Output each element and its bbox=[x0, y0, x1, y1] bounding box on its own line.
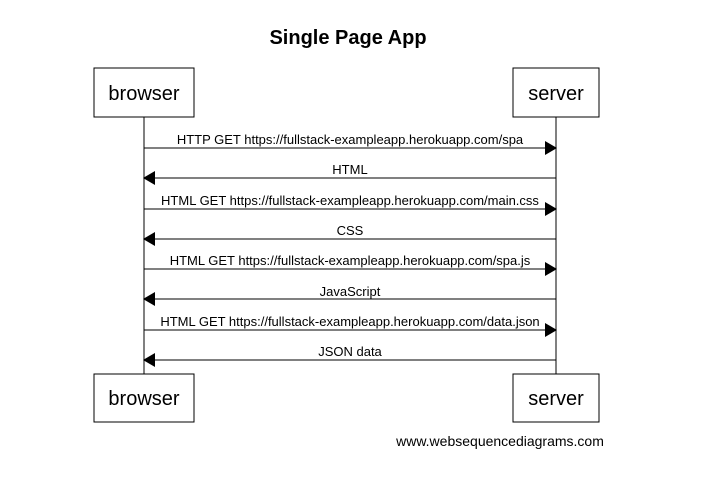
message-label: CSS bbox=[337, 223, 364, 238]
message-label: HTML GET https://fullstack-exampleapp.he… bbox=[170, 253, 531, 268]
message-label: HTML GET https://fullstack-exampleapp.he… bbox=[160, 314, 539, 329]
footer-credit: www.websequencediagrams.com bbox=[395, 433, 604, 449]
message-label: HTTP GET https://fullstack-exampleapp.he… bbox=[177, 132, 524, 147]
message-label: JSON data bbox=[318, 344, 382, 359]
participant-label-server-top: server bbox=[528, 83, 584, 105]
participant-box-server-top: server bbox=[512, 67, 600, 118]
message-6: JavaScript bbox=[143, 284, 556, 306]
participant-box-browser-bottom: browser bbox=[93, 373, 195, 423]
message-label: JavaScript bbox=[320, 284, 381, 299]
message-4: CSS bbox=[143, 223, 556, 246]
message-label: HTML GET https://fullstack-exampleapp.he… bbox=[161, 193, 539, 208]
message-7: HTML GET https://fullstack-exampleapp.he… bbox=[144, 314, 557, 337]
message-3: HTML GET https://fullstack-exampleapp.he… bbox=[144, 193, 557, 216]
participant-box-server-bottom: server bbox=[512, 373, 600, 423]
participant-box-browser-top: browser bbox=[93, 67, 195, 118]
message-label: HTML bbox=[332, 162, 367, 177]
participant-label-server-bottom: server bbox=[528, 388, 584, 410]
participant-label-browser-bottom: browser bbox=[108, 388, 179, 410]
message-8: JSON data bbox=[143, 344, 556, 367]
participant-label-browser-top: browser bbox=[108, 83, 179, 105]
message-2: HTML bbox=[143, 162, 556, 185]
message-5: HTML GET https://fullstack-exampleapp.he… bbox=[144, 253, 557, 276]
diagram-title: Single Page App bbox=[269, 27, 426, 49]
message-1: HTTP GET https://fullstack-exampleapp.he… bbox=[144, 132, 557, 155]
